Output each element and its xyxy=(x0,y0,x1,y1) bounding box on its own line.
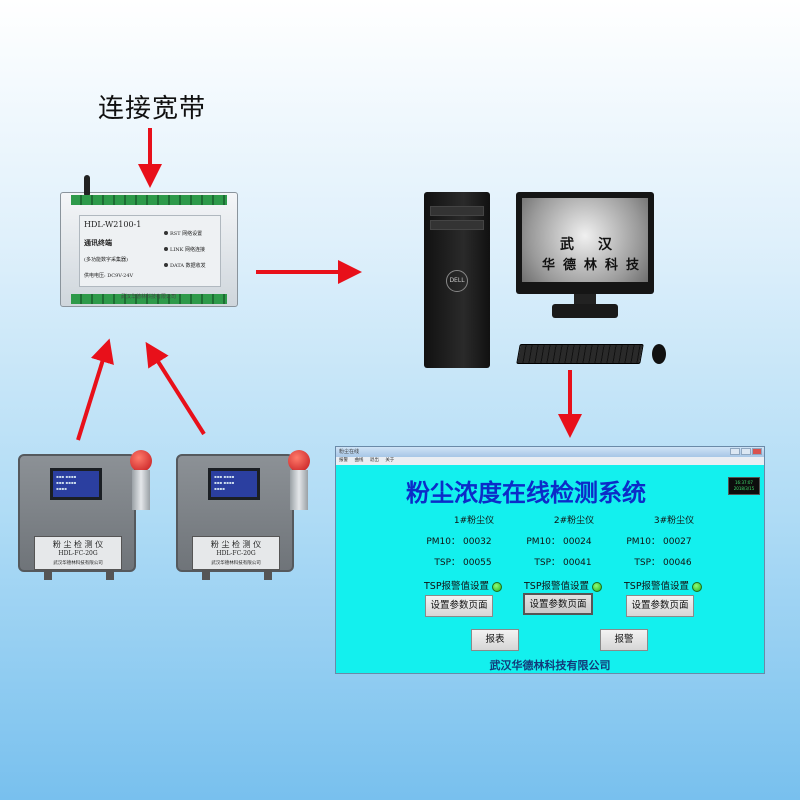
mouse xyxy=(652,344,666,364)
dust-sensor-2: ▪▪▪ ▪▪▪▪▪▪▪ ▪▪▪▪▪▪▪▪ 粉 尘 检 测 仪 HDL-FC-20… xyxy=(176,450,310,580)
monitor-screen: 武汉 华德林科技 xyxy=(522,198,648,282)
app-menubar: 报警 曲线 退出 关于 xyxy=(336,457,764,465)
arrow-sensor1-to-gateway xyxy=(76,338,114,441)
gateway-indicator-link: LINK 网络连接 xyxy=(164,246,205,253)
screen-line-2: 华德林科技 xyxy=(542,258,648,273)
sensor-nameplate: 粉 尘 检 测 仪 HDL-FC-20G 武汉华德林科技有限公司 xyxy=(192,536,280,570)
menu-item-alarm[interactable]: 报警 xyxy=(339,458,348,463)
tsp-value: 00046 xyxy=(663,558,692,568)
gateway-indicator-rst: RST 网络设置 xyxy=(164,230,202,237)
gateway-faceplate: HDL-W2100-1 通讯终端 (多功能数字采集器) 供电电压: DC9V-2… xyxy=(79,215,221,287)
sampling-pipe xyxy=(290,470,308,510)
settings-button-2[interactable]: 设置参数页面 xyxy=(523,593,593,615)
sensor-nameplate: 粉 尘 检 测 仪 HDL-FC-20G 武汉华德林科技有限公司 xyxy=(34,536,122,570)
settings-button-3[interactable]: 设置参数页面 xyxy=(626,595,694,617)
maximize-icon[interactable] xyxy=(741,448,751,455)
status-led-icon xyxy=(492,581,503,592)
gateway-model: HDL-W2100-1 xyxy=(84,220,142,229)
screen-line-1: 武汉 xyxy=(560,237,636,253)
status-led-icon xyxy=(592,581,603,592)
tsp-alarm-setting[interactable]: TSP报警值设置 xyxy=(424,578,544,592)
app-titlebar: 粉尘在线 xyxy=(336,447,764,457)
tsp-alarm-setting[interactable]: TSP报警值设置 xyxy=(524,578,644,592)
led-icon xyxy=(164,247,168,251)
pm10-row: PM10：00024 xyxy=(526,537,592,547)
sensor-lcd: ▪▪▪ ▪▪▪▪▪▪▪ ▪▪▪▪▪▪▪▪ xyxy=(50,468,102,500)
broadband-label: 连接宽带 xyxy=(98,94,207,124)
gateway-name: 通讯终端 xyxy=(84,238,112,247)
menu-item-about[interactable]: 关于 xyxy=(385,458,395,463)
drive-bay xyxy=(430,206,484,216)
gateway-footer: 武汉华德林科技有限公司 xyxy=(121,294,177,300)
instrument-panel-2: 2#粉尘仪 PM10：00024 TSP：00041 TSP报警值设置 xyxy=(524,513,644,592)
close-icon[interactable] xyxy=(752,448,762,455)
gateway-subtitle: (多功能数字采集器) xyxy=(84,257,128,263)
status-led-icon xyxy=(692,581,703,592)
sampling-pipe xyxy=(132,470,150,510)
keyboard xyxy=(516,344,644,364)
monitor: 武汉 华德林科技 xyxy=(516,192,654,294)
menu-item-exit[interactable]: 退出 xyxy=(369,458,379,463)
drive-bay xyxy=(430,220,484,230)
monitor-stand xyxy=(574,294,596,306)
gateway-indicator-data: DATA 数据收发 xyxy=(164,262,206,269)
tsp-value: 00041 xyxy=(563,558,592,568)
settings-button-1[interactable]: 设置参数页面 xyxy=(425,595,493,617)
pm10-value: 00027 xyxy=(663,537,692,547)
alarm-lamp-icon xyxy=(130,450,152,472)
sensor-lcd: ▪▪▪ ▪▪▪▪▪▪▪ ▪▪▪▪▪▪▪▪ xyxy=(208,468,260,500)
tsp-row: TSP：00041 xyxy=(534,558,592,568)
sensor-foot xyxy=(264,570,272,580)
led-icon xyxy=(164,263,168,267)
clock-date: 2018/3/15 xyxy=(733,486,755,491)
company-footer: 武汉华德林科技有限公司 xyxy=(489,659,611,672)
sensor-foot xyxy=(106,570,114,580)
pm10-value: 00024 xyxy=(563,537,592,547)
report-button[interactable]: 报表 xyxy=(471,629,519,651)
instrument-name: 3#粉尘仪 xyxy=(653,516,695,526)
dell-logo-icon: DELL xyxy=(446,270,468,292)
app-title: 粉尘浓度在线检测系统 xyxy=(406,478,646,507)
gateway-device: HDL-W2100-1 通讯终端 (多功能数字采集器) 供电电压: DC9V-2… xyxy=(60,175,238,307)
monitoring-app-window: 粉尘在线 报警 曲线 退出 关于 粉尘浓度在线检测系统 16:37:07 201… xyxy=(335,446,765,674)
instrument-name: 2#粉尘仪 xyxy=(553,516,595,526)
menu-item-curve[interactable]: 曲线 xyxy=(354,458,364,463)
pc-tower: DELL xyxy=(424,192,490,368)
clock-display: 16:37:07 2018/3/15 xyxy=(728,477,760,495)
gateway-power: 供电电压: DC9V-24V xyxy=(84,273,134,279)
alarm-lamp-icon xyxy=(288,450,310,472)
dust-sensor-1: ▪▪▪ ▪▪▪▪▪▪▪ ▪▪▪▪▪▪▪▪ 粉 尘 检 测 仪 HDL-FC-20… xyxy=(18,450,152,580)
led-icon xyxy=(164,231,168,235)
tsp-row: TSP：00046 xyxy=(634,558,692,568)
antenna-icon xyxy=(84,175,90,197)
clock-time: 16:37:07 xyxy=(735,480,753,485)
arrow-sensor2-to-gateway xyxy=(145,341,206,436)
tsp-value: 00055 xyxy=(463,558,492,568)
instrument-name: 1#粉尘仪 xyxy=(453,516,495,526)
monitor-base xyxy=(552,304,618,318)
pm10-row: PM10：00032 xyxy=(426,537,492,547)
pm10-value: 00032 xyxy=(463,537,492,547)
tsp-row: TSP：00055 xyxy=(434,558,492,568)
alarm-button[interactable]: 报警 xyxy=(600,629,648,651)
minimize-icon[interactable] xyxy=(730,448,740,455)
sensor-foot xyxy=(202,570,210,580)
terminal-block-top xyxy=(71,195,227,205)
terminal-block-bottom xyxy=(71,294,227,304)
instrument-panel-3: 3#粉尘仪 PM10：00027 TSP：00046 TSP报警值设置 xyxy=(624,513,744,592)
tsp-alarm-setting[interactable]: TSP报警值设置 xyxy=(624,578,744,592)
sensor-foot xyxy=(44,570,52,580)
instrument-panel-1: 1#粉尘仪 PM10：00032 TSP：00055 TSP报警值设置 xyxy=(424,513,544,592)
pm10-row: PM10：00027 xyxy=(626,537,692,547)
